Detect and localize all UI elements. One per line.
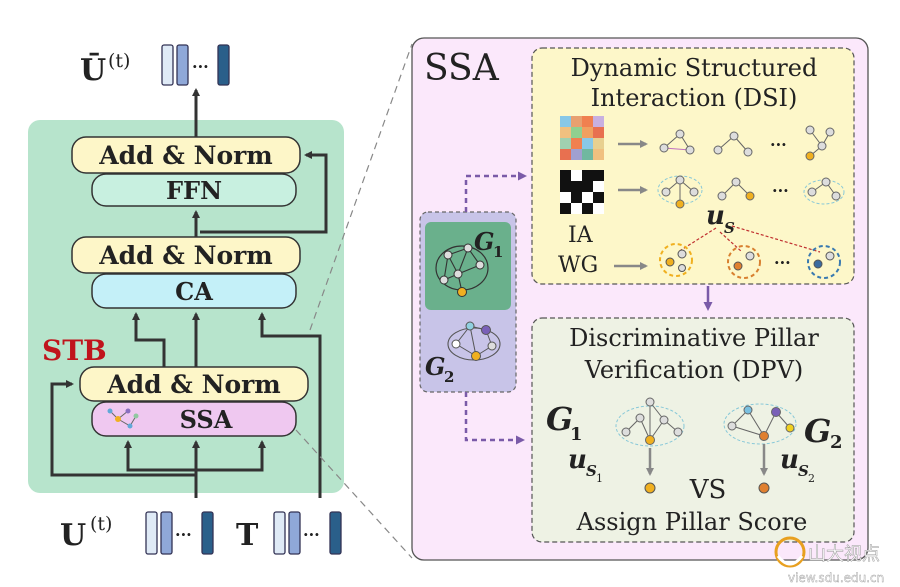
dpv-us1-label: u bbox=[568, 445, 587, 475]
dpv-down-arrows bbox=[646, 444, 768, 476]
graph-g1-sub: 1 bbox=[493, 243, 503, 261]
us-sub: S bbox=[724, 219, 735, 237]
add-norm-bottom-label: Add & Norm bbox=[106, 370, 281, 399]
stb-arrows bbox=[50, 88, 328, 498]
output-label: Ū bbox=[80, 52, 106, 88]
dpv-g1-label: G bbox=[546, 400, 573, 438]
dsi-row3-dots: ··· bbox=[774, 253, 791, 272]
input-t-vector-icon: ··· bbox=[273, 511, 342, 555]
input-u-sup: (t) bbox=[90, 513, 112, 535]
add-norm-top-box bbox=[71, 136, 301, 174]
add-norm-mid-box bbox=[71, 236, 301, 274]
stb-block: STB Add & Norm FFN Add & Norm CA Add & N… bbox=[28, 88, 344, 498]
output-vector-icon: ··· bbox=[161, 44, 230, 86]
ssa-panel-title: SSA bbox=[424, 48, 500, 89]
dpv-vs-label: VS bbox=[689, 475, 727, 505]
us-label: u bbox=[706, 201, 725, 231]
dpv-graph1 bbox=[615, 397, 685, 447]
svg-text:···: ··· bbox=[192, 57, 209, 76]
input-t-label: T bbox=[236, 518, 259, 553]
dpv-pillar2-node bbox=[758, 482, 770, 494]
dpv-g1-sub: 1 bbox=[570, 424, 583, 445]
graph-to-modules-arrows bbox=[464, 171, 527, 445]
svg-text:···: ··· bbox=[175, 525, 192, 544]
ia-label: IA bbox=[568, 223, 594, 248]
input-u-group: U (t) ··· bbox=[60, 511, 214, 555]
graph-g1-label: G bbox=[474, 227, 495, 256]
dsi-row1-dots: ··· bbox=[770, 135, 787, 154]
input-u-label: U bbox=[60, 518, 86, 553]
dpv-us1-subsub: 1 bbox=[596, 472, 603, 485]
stb-title: STB bbox=[42, 334, 107, 367]
watermark: 山大视点 view.sdu.edu.cn bbox=[774, 536, 884, 585]
input-t-group: T ··· bbox=[236, 511, 342, 555]
dsi-row1-graphs bbox=[659, 125, 835, 161]
dpv-us2-label: u bbox=[780, 445, 799, 475]
add-norm-mid-label: Add & Norm bbox=[98, 241, 273, 270]
dsi-title-line2: Interaction (DSI) bbox=[591, 84, 798, 112]
ca-label: CA bbox=[175, 277, 213, 306]
ssa-box bbox=[91, 401, 297, 437]
attention-matrix-icon bbox=[560, 116, 604, 160]
dpv-title-line1: Discriminative Pillar bbox=[569, 324, 819, 352]
university-logo-icon bbox=[774, 536, 806, 568]
dsi-grey-arrows bbox=[614, 140, 648, 270]
ca-box bbox=[91, 273, 297, 309]
dpv-us1-sub: S bbox=[586, 462, 597, 480]
svg-text:···: ··· bbox=[303, 525, 320, 544]
ffn-label: FFN bbox=[166, 176, 222, 205]
dpv-g2-sub: 2 bbox=[830, 432, 843, 453]
watermark-name: 山大视点 bbox=[808, 544, 880, 565]
dpv-us2-subsub: 2 bbox=[808, 472, 815, 485]
graph-g2-label: G bbox=[425, 352, 446, 381]
dpv-title-line2: Verification (DPV) bbox=[584, 356, 804, 384]
binary-matrix-icon bbox=[560, 170, 604, 214]
dpv-score-label: Assign Pillar Score bbox=[576, 508, 808, 536]
dsi-box bbox=[531, 47, 855, 285]
dpv-graph2 bbox=[723, 403, 797, 445]
ssa-label: SSA bbox=[180, 405, 233, 434]
graph-icon bbox=[107, 408, 139, 429]
graph-g1-box bbox=[425, 222, 511, 310]
graph-g2-sub: 2 bbox=[444, 368, 454, 386]
dpv-pillar1-node bbox=[644, 482, 656, 494]
input-u-vector-icon: ··· bbox=[145, 511, 214, 555]
dpv-box bbox=[531, 317, 855, 543]
zoom-connectors bbox=[295, 43, 413, 559]
ffn-box bbox=[91, 173, 297, 207]
dsi-row2-graphs bbox=[657, 175, 845, 209]
add-norm-bottom-box bbox=[79, 366, 309, 402]
ssa-panel: SSA G 1 bbox=[411, 37, 869, 561]
output-sup: (t) bbox=[108, 50, 130, 72]
add-norm-top-label: Add & Norm bbox=[98, 141, 273, 170]
dpv-us2-sub: S bbox=[798, 462, 809, 480]
dsi-title-line1: Dynamic Structured bbox=[571, 54, 818, 82]
graph-g2-icon bbox=[447, 321, 501, 361]
watermark-url: view.sdu.edu.cn bbox=[788, 571, 884, 585]
dsi-row2-dots: ··· bbox=[772, 181, 789, 200]
wg-label: WG bbox=[558, 253, 598, 278]
output-label-group: Ū (t) ··· bbox=[80, 44, 230, 88]
graph-g1-icon bbox=[435, 243, 489, 297]
dsi-row3-clusters bbox=[659, 225, 841, 279]
dpv-g2-label: G bbox=[804, 412, 831, 450]
